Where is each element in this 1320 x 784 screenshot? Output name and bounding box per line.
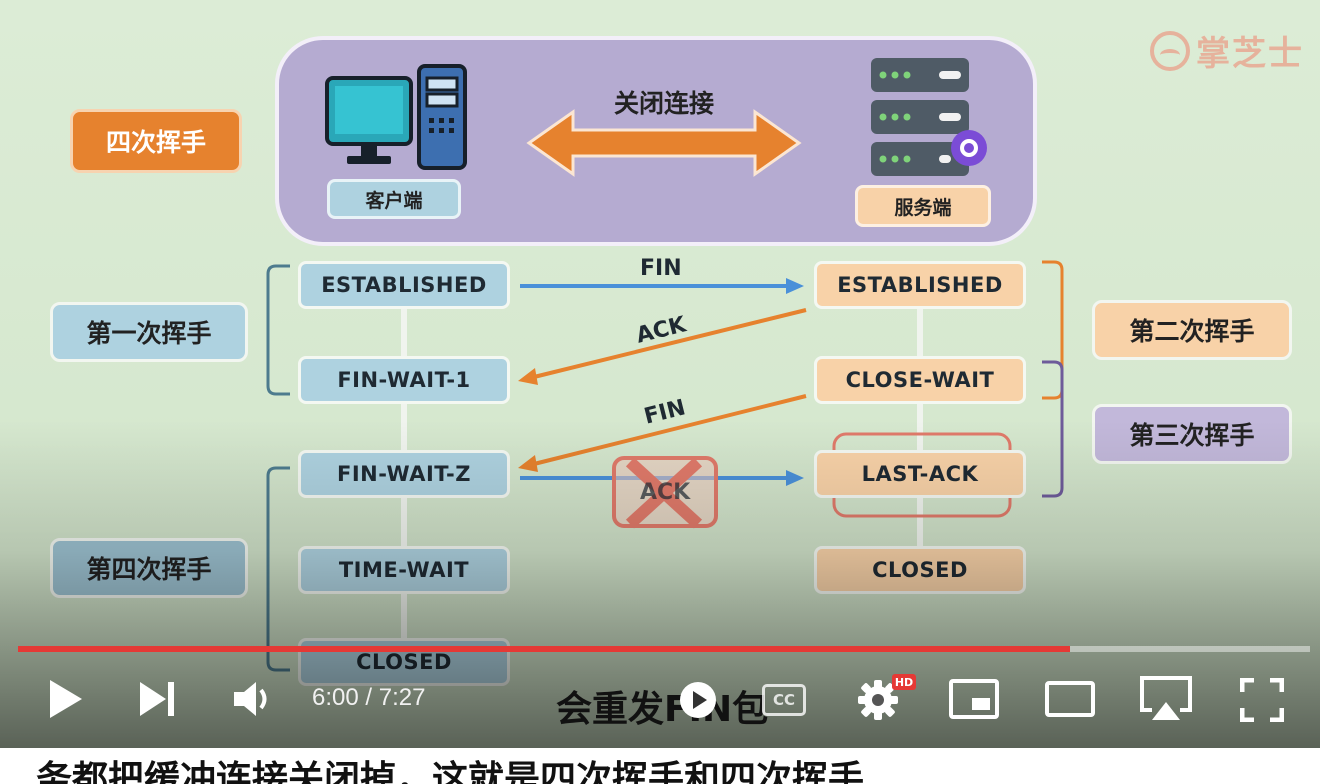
duration: 7:27 <box>378 684 426 711</box>
miniplayer-icon[interactable] <box>948 678 1000 720</box>
caption-overlay: 会重发FIN包 <box>556 689 769 730</box>
watermark-text: 掌芝士 <box>1196 34 1304 74</box>
server-state-established: ESTABLISHED <box>814 261 1026 309</box>
second-wave-label: 第二次挥手 <box>1092 300 1292 360</box>
connection-panel: 客户端 关闭连接 <box>275 36 1037 246</box>
flow-diagram <box>266 260 1064 672</box>
volume-icon[interactable] <box>232 678 274 720</box>
time-display: 6:00 / 7:27 <box>312 684 425 712</box>
hd-badge: HD <box>892 674 916 690</box>
ack-message-2-lost: ACK <box>640 480 691 505</box>
close-connection-label: 关闭连接 <box>613 89 714 118</box>
current-time: 6:00 <box>312 684 359 711</box>
client-state-time-wait: TIME-WAIT <box>298 546 510 594</box>
first-wave-label: 第一次挥手 <box>50 302 248 362</box>
server-state-close-wait: CLOSE-WAIT <box>814 356 1026 404</box>
client-state-fin-wait-1: FIN-WAIT-1 <box>298 356 510 404</box>
time-separator: / <box>358 684 379 711</box>
subtitle-text: 务都把缓冲连接关闭掉，这就是四次挥手和四次挥手 <box>36 759 865 784</box>
computer-icon <box>325 64 467 170</box>
video-frame: 掌芝士 四次挥手 客户端 关闭连接 <box>0 0 1320 748</box>
play-button[interactable] <box>46 678 84 720</box>
progress-played <box>18 646 1070 652</box>
client-label: 客户端 <box>327 179 461 219</box>
subtitles-button[interactable]: CC <box>762 684 806 716</box>
client-state-fin-wait-2: FIN-WAIT-Z <box>298 450 510 498</box>
progress-bar[interactable] <box>18 646 1310 652</box>
server-state-last-ack: LAST-ACK <box>814 450 1026 498</box>
four-way-wave-title: 四次挥手 <box>70 109 242 173</box>
next-button[interactable] <box>138 680 178 718</box>
server-state-closed: CLOSED <box>814 546 1026 594</box>
fullscreen-icon[interactable] <box>1240 678 1284 722</box>
fourth-wave-label: 第四次挥手 <box>50 538 248 598</box>
watermark-logo-icon <box>1150 30 1190 71</box>
hd-label: HD <box>894 675 914 689</box>
third-wave-label: 第三次挥手 <box>1092 404 1292 464</box>
video-player[interactable]: 掌芝士 四次挥手 客户端 关闭连接 <box>0 0 1320 748</box>
server-icon <box>871 58 987 176</box>
channel-watermark: 掌芝士 <box>1150 26 1304 75</box>
autoplay-toggle-icon[interactable] <box>678 680 718 720</box>
fin-message-1: FIN <box>640 256 682 281</box>
cast-icon[interactable] <box>1138 674 1194 724</box>
cc-label: CC <box>772 691 796 709</box>
double-arrow-icon <box>526 109 802 177</box>
subtitle-strip: 务都把缓冲连接关闭掉，这就是四次挥手和四次挥手 <box>0 748 1320 784</box>
server-label: 服务端 <box>855 185 991 227</box>
settings-gear-icon[interactable] <box>856 678 900 722</box>
theater-mode-icon[interactable] <box>1044 680 1096 718</box>
client-state-established: ESTABLISHED <box>298 261 510 309</box>
